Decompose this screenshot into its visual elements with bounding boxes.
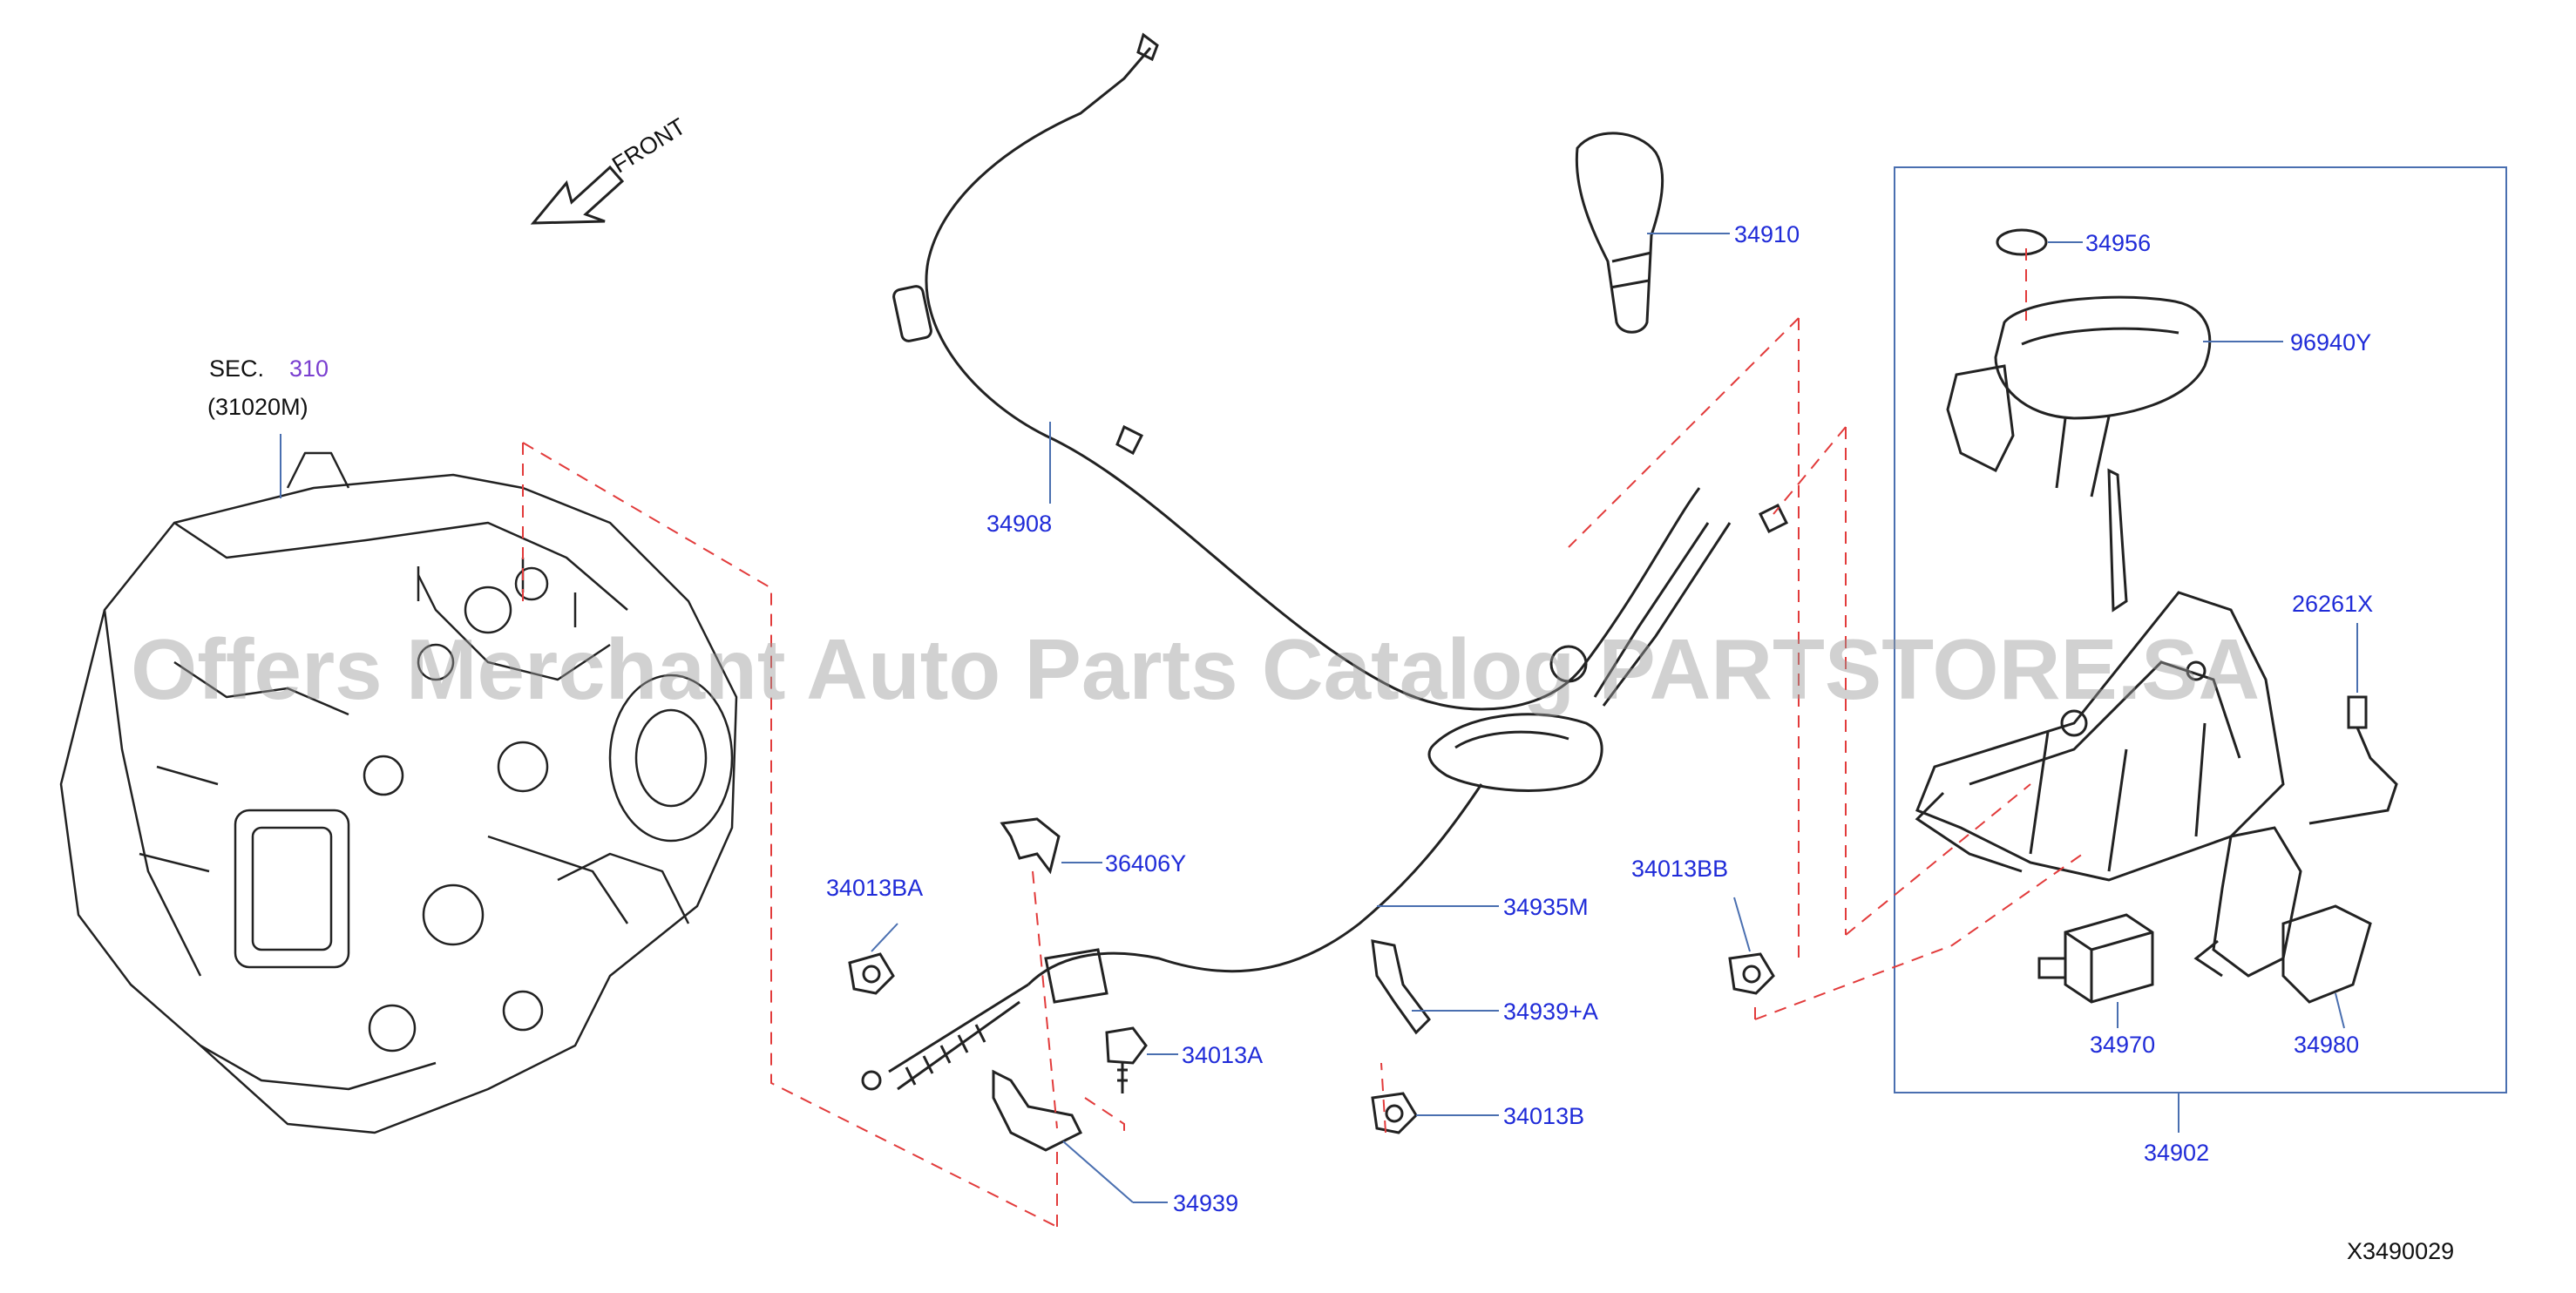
- callout-26261X[interactable]: 26261X: [2292, 591, 2373, 617]
- shift-cable-34935M[interactable]: [861, 503, 1789, 1091]
- bracket-34939[interactable]: [992, 1069, 1083, 1152]
- callout-34013A[interactable]: 34013A: [1182, 1042, 1263, 1068]
- bolt-34013A[interactable]: [1105, 1026, 1148, 1093]
- callout-34902[interactable]: 34902: [2144, 1140, 2209, 1166]
- callout-34980[interactable]: 34980: [2294, 1032, 2359, 1058]
- leader-34939: [1062, 1141, 1134, 1203]
- callout-34935M[interactable]: 34935M: [1503, 894, 1589, 920]
- solenoid-34970[interactable]: [2037, 913, 2154, 1004]
- callout-36406Y[interactable]: 36406Y: [1105, 850, 1186, 877]
- cap-34956[interactable]: [1996, 228, 2048, 256]
- callout-34910[interactable]: 34910: [1734, 221, 1800, 247]
- callout-34908[interactable]: 34908: [986, 511, 1052, 537]
- callout-34013B[interactable]: 34013B: [1503, 1103, 1584, 1129]
- callout-34013BB[interactable]: 34013BB: [1631, 856, 1728, 882]
- nut-34013BA[interactable]: [848, 952, 895, 995]
- bracket-34939A[interactable]: [1371, 939, 1431, 1035]
- watermark: Offers Merchant Auto Parts Catalog PARTS…: [131, 621, 2260, 717]
- front-arrow-icon: [530, 165, 625, 225]
- phantom-lines: [522, 248, 2084, 1228]
- diagram-id: X3490029: [2347, 1238, 2454, 1264]
- shifter-mechanism[interactable]: [1915, 468, 2285, 882]
- switch-34980[interactable]: [2193, 826, 2372, 1004]
- callout-34939A[interactable]: 34939+A: [1503, 999, 1598, 1025]
- callout-34970[interactable]: 34970: [2090, 1032, 2155, 1058]
- assembly-box-34902: [1894, 166, 2507, 1093]
- callout-34013BA[interactable]: 34013BA: [826, 875, 923, 901]
- control-cable-34908[interactable]: [892, 32, 1701, 711]
- transmission-assembly[interactable]: [59, 451, 738, 1134]
- shift-knob-34910[interactable]: [1575, 132, 1664, 334]
- section-prefix: SEC.: [209, 355, 264, 382]
- sensor-26261X[interactable]: [2308, 695, 2398, 825]
- callout-34956[interactable]: 34956: [2085, 230, 2151, 256]
- leader-34013BA: [871, 923, 898, 952]
- nut-34013B[interactable]: [1371, 1092, 1418, 1134]
- leader-34013BB: [1733, 897, 1751, 952]
- callout-96940Y[interactable]: 96940Y: [2290, 329, 2371, 355]
- nut-34013BB[interactable]: [1728, 952, 1775, 995]
- clip-36406Y[interactable]: [1000, 817, 1061, 875]
- front-label: FRONT: [607, 113, 690, 179]
- indicator-96940Y[interactable]: [1946, 295, 2212, 498]
- section-link[interactable]: 310: [289, 355, 329, 382]
- callout-34939[interactable]: 34939: [1173, 1190, 1238, 1216]
- leader-34980: [2335, 992, 2345, 1029]
- section-part: (31020M): [207, 394, 308, 420]
